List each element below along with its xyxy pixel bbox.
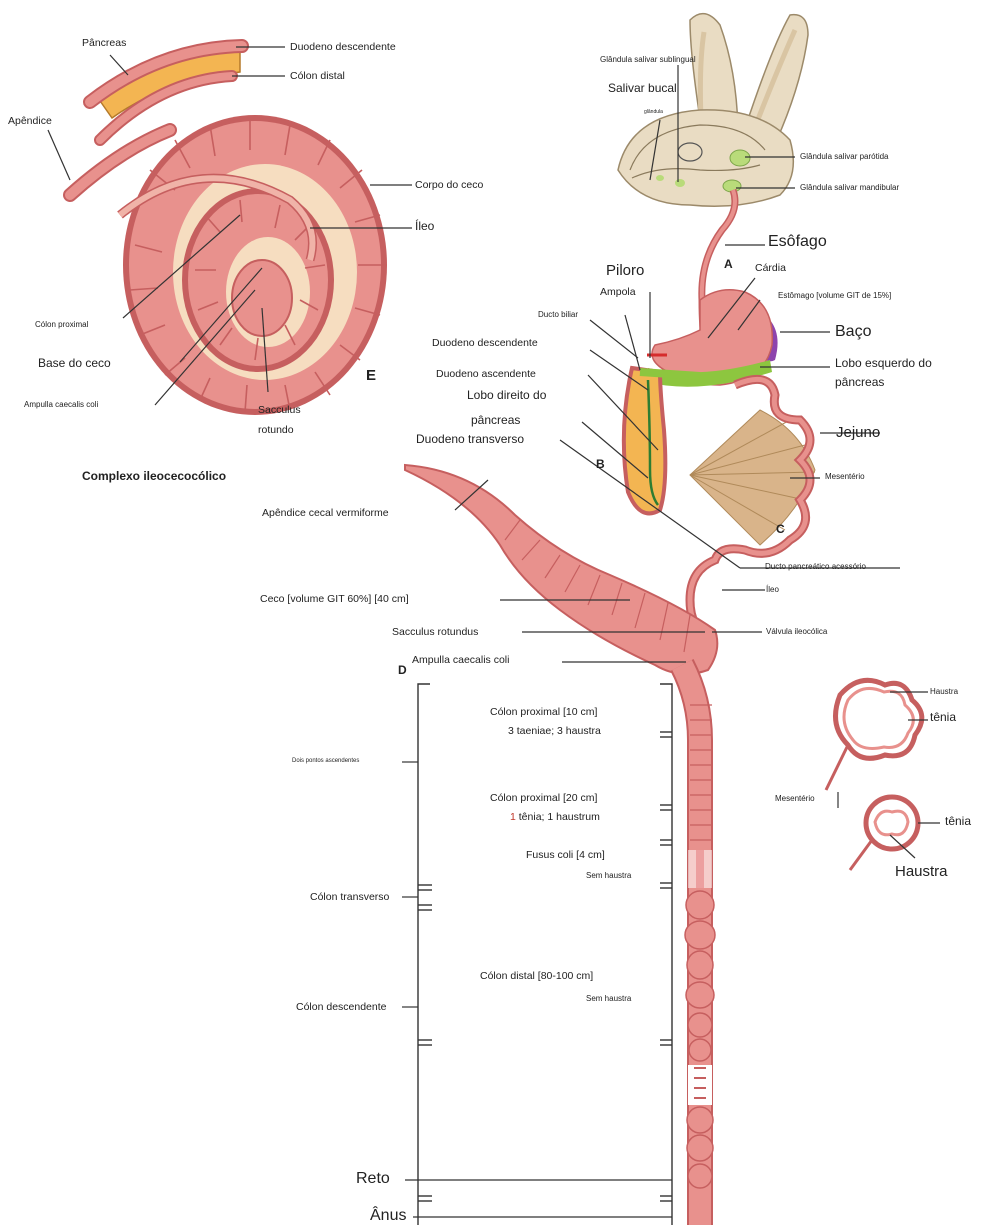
label-lobo-direito-2: pâncreas <box>471 414 520 428</box>
colon-tube-illustration <box>682 665 715 1225</box>
label-ampulla-e: Ampulla caecalis coli <box>24 400 98 409</box>
label-salivar-bucal: Salivar bucal <box>608 82 677 96</box>
label-estomago: Estômago [volume GIT de 15%] <box>778 291 891 300</box>
label-duodeno-descendente: Duodeno descendente <box>432 337 538 349</box>
seg2-sub-text: tênia; 1 haustrum <box>516 811 600 823</box>
label-ileo-e: Íleo <box>415 220 434 234</box>
label-apendice-cecal: Apêndice cecal vermiforme <box>262 507 389 519</box>
label-lobo-esquerdo-1: Lobo esquerdo do <box>835 357 932 371</box>
label-ducto-pancreatico: Ducto pancreático acessório <box>765 562 866 571</box>
letter-a: A <box>724 258 733 272</box>
label-seg3-title: Fusus coli [4 cm] <box>526 849 605 861</box>
label-valvula-ileocolica: Válvula ileocólica <box>766 627 827 636</box>
label-tenia-2: tênia <box>945 815 971 829</box>
label-haustra-small: Haustra <box>930 687 958 696</box>
label-corpo-do-ceco: Corpo do ceco <box>415 179 483 191</box>
label-duodeno-ascendente: Duodeno ascendente <box>436 368 536 380</box>
label-seg2-title: Cólon proximal [20 cm] <box>490 792 597 804</box>
label-pancreas-e: Pâncreas <box>82 37 126 49</box>
cross-section-illustrations <box>826 680 922 870</box>
label-parotida: Glândula salivar parótida <box>800 152 889 161</box>
letter-b: B <box>596 458 605 472</box>
letter-e: E <box>366 367 376 384</box>
label-seg2-sub: 1 tênia; 1 haustrum <box>510 811 600 823</box>
letter-d: D <box>398 664 407 678</box>
label-glandula-small: glândula <box>644 110 663 116</box>
label-reto: Reto <box>356 1170 390 1188</box>
label-ampulla: Ampulla caecalis coli <box>412 654 509 666</box>
label-mesenterio-cross: Mesentério <box>775 794 815 803</box>
letter-c: C <box>776 523 785 537</box>
duodenum-pancreas-illustration <box>624 368 700 513</box>
ileocecal-title: Complexo ileocecocólico <box>82 470 226 484</box>
label-esofago: Esôfago <box>768 233 827 251</box>
label-seg4-title: Cólon distal [80-100 cm] <box>480 970 593 982</box>
label-ceco: Ceco [volume GIT 60%] [40 cm] <box>260 593 409 605</box>
label-anus: Ânus <box>370 1207 406 1225</box>
label-colon-proximal-e: Cólon proximal <box>35 320 88 329</box>
label-seg1-sub: 3 taeniae; 3 haustra <box>508 725 601 737</box>
label-duodeno-transverso: Duodeno transverso <box>416 433 524 447</box>
jejunum-mesentery-illustration <box>690 379 815 640</box>
esophagus-stomach-illustration <box>646 190 778 387</box>
label-haustra-large: Haustra <box>895 863 948 880</box>
label-seg4-sub: Sem haustra <box>586 994 631 1003</box>
label-seg3-sub: Sem haustra <box>586 871 631 880</box>
label-dois-pontos: Dois pontos ascendentes <box>292 758 359 765</box>
label-mandibular: Glândula salivar mandibular <box>800 183 899 192</box>
label-apendice-e: Apêndice <box>8 115 52 127</box>
label-seg1-title: Cólon proximal [10 cm] <box>490 706 597 718</box>
label-ileo: Íleo <box>766 585 779 594</box>
cecum-illustration <box>405 465 717 674</box>
label-duodeno-descendente-e: Duodeno descendente <box>290 41 396 53</box>
label-ducto-biliar: Ducto biliar <box>538 310 578 319</box>
label-lobo-direito-1: Lobo direito do <box>467 389 546 403</box>
label-colon-descendente: Cólon descendente <box>296 1001 387 1013</box>
label-ampola: Ampola <box>600 286 636 298</box>
label-tenia-1: tênia <box>930 711 956 725</box>
label-colon-distal-e: Cólon distal <box>290 70 345 82</box>
colon-brackets <box>418 684 672 1225</box>
label-cardia: Cárdia <box>755 262 786 274</box>
label-sacculus-line1: Sacculus <box>258 404 301 416</box>
label-mesenterio-c: Mesentério <box>825 472 865 481</box>
label-jejuno: Jejuno <box>836 424 880 441</box>
label-colon-transverso: Cólon transverso <box>310 891 389 903</box>
label-lobo-esquerdo-2: pâncreas <box>835 376 884 390</box>
label-piloro: Piloro <box>606 262 644 279</box>
label-base-do-ceco: Base do ceco <box>38 357 111 371</box>
label-sacculus-line2: rotundo <box>258 424 294 436</box>
label-baco: Baço <box>835 323 871 341</box>
label-sacculus-rotundus: Sacculus rotundus <box>392 626 478 638</box>
label-sublingual: Glândula salivar sublingual <box>600 55 696 64</box>
